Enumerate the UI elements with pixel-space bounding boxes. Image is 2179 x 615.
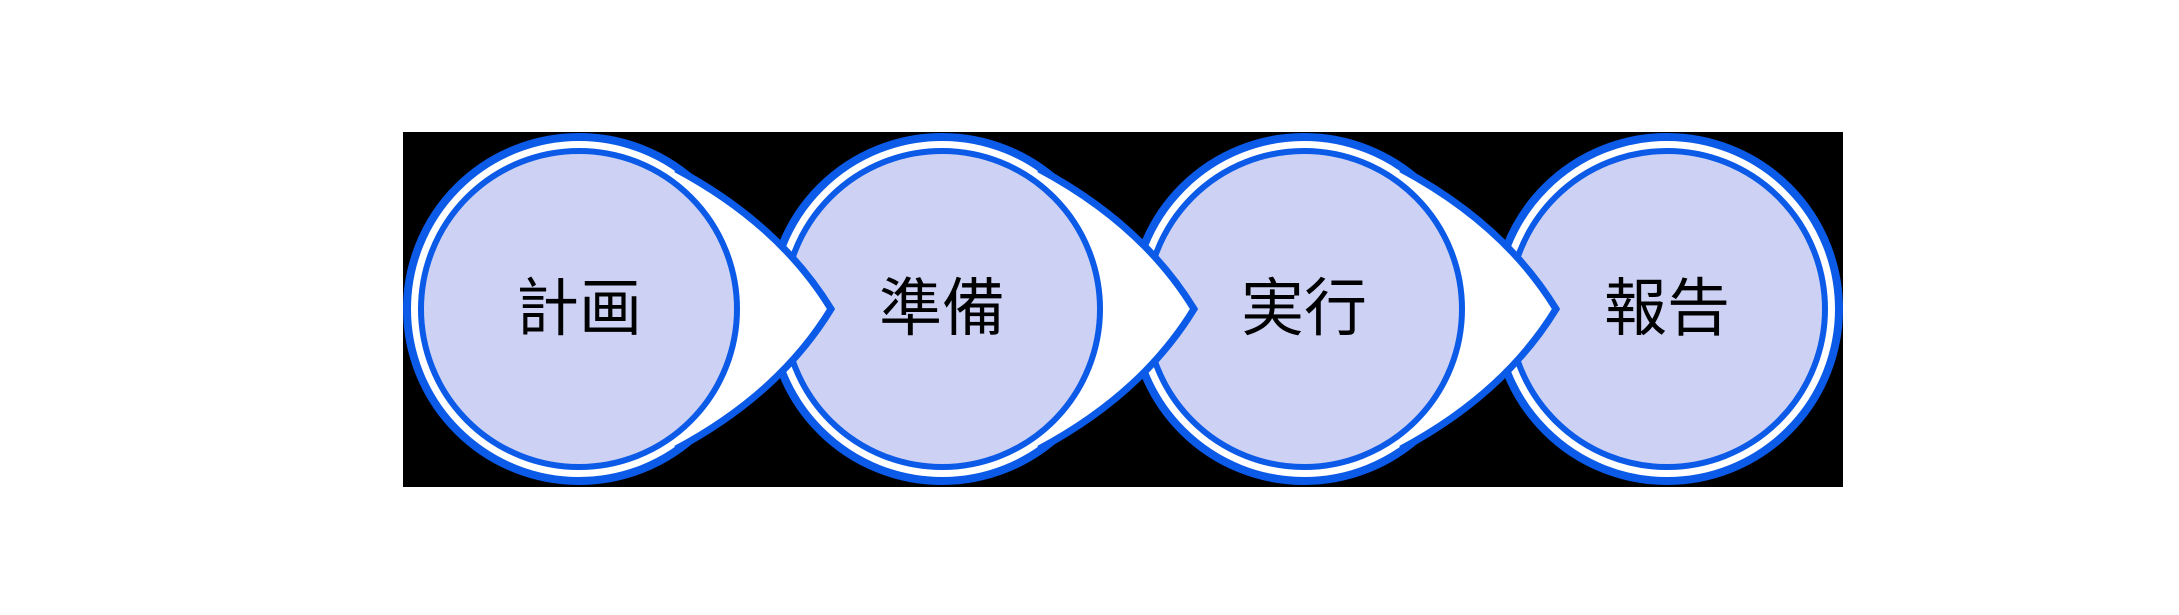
step-4-group: 報告 [1491,133,1843,485]
step-2-group: 準備 [766,133,1199,485]
step-2-label: 準備 [879,274,1005,344]
arrow-3-outline [1399,165,1561,453]
step-4-label: 報告 [1604,274,1730,344]
step-1-group: 計画 [403,133,836,485]
arrow-2-outline [1037,165,1199,453]
step-1-circle [418,148,740,470]
step-3-label: 実行 [1241,274,1367,344]
arrow-1-outline [674,165,836,453]
step-1-label: 計画 [516,274,642,344]
